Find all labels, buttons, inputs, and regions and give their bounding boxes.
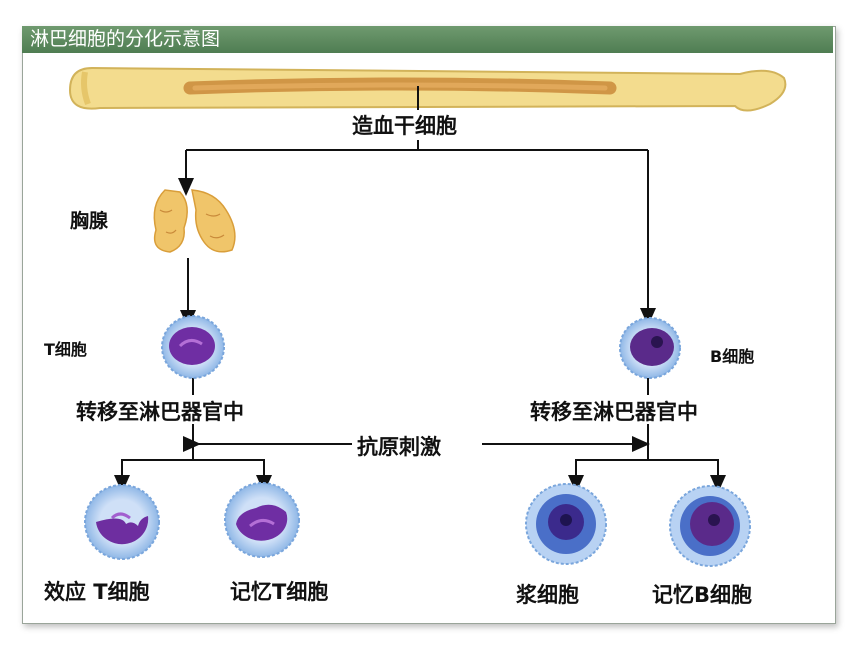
label-memory-b-cell: 记忆B细胞 (652, 583, 753, 607)
bone-illustration (68, 66, 787, 112)
effector-t-cell-illustration (84, 484, 160, 560)
label-b-cell: B细胞 (710, 347, 755, 366)
label-plasma-cell: 浆细胞 (516, 583, 579, 607)
connector-lines (114, 86, 726, 493)
title-bar (22, 26, 833, 53)
diagram-title: 淋巴细胞的分化示意图 (30, 28, 221, 50)
label-migrate-left: 转移至淋巴器官中 (76, 400, 244, 424)
label-memory-t-cell: 记忆T细胞 (230, 580, 329, 604)
label-t-cell: T细胞 (44, 340, 87, 359)
thymus-illustration (153, 189, 236, 253)
label-stem-cell: 造血干细胞 (350, 110, 459, 140)
label-antigen-stimulation: 抗原刺激 (354, 431, 444, 461)
plasma-cell-illustration (525, 483, 607, 565)
label-thymus: 胸腺 (70, 210, 109, 232)
b-cell-illustration (619, 317, 681, 379)
label-migrate-right: 转移至淋巴器官中 (530, 400, 698, 424)
memory-b-cell-illustration (669, 485, 751, 567)
label-effector-t-cell: 效应 T细胞 (44, 580, 150, 604)
t-cell-illustration (161, 315, 225, 379)
memory-t-cell-illustration (224, 482, 300, 558)
